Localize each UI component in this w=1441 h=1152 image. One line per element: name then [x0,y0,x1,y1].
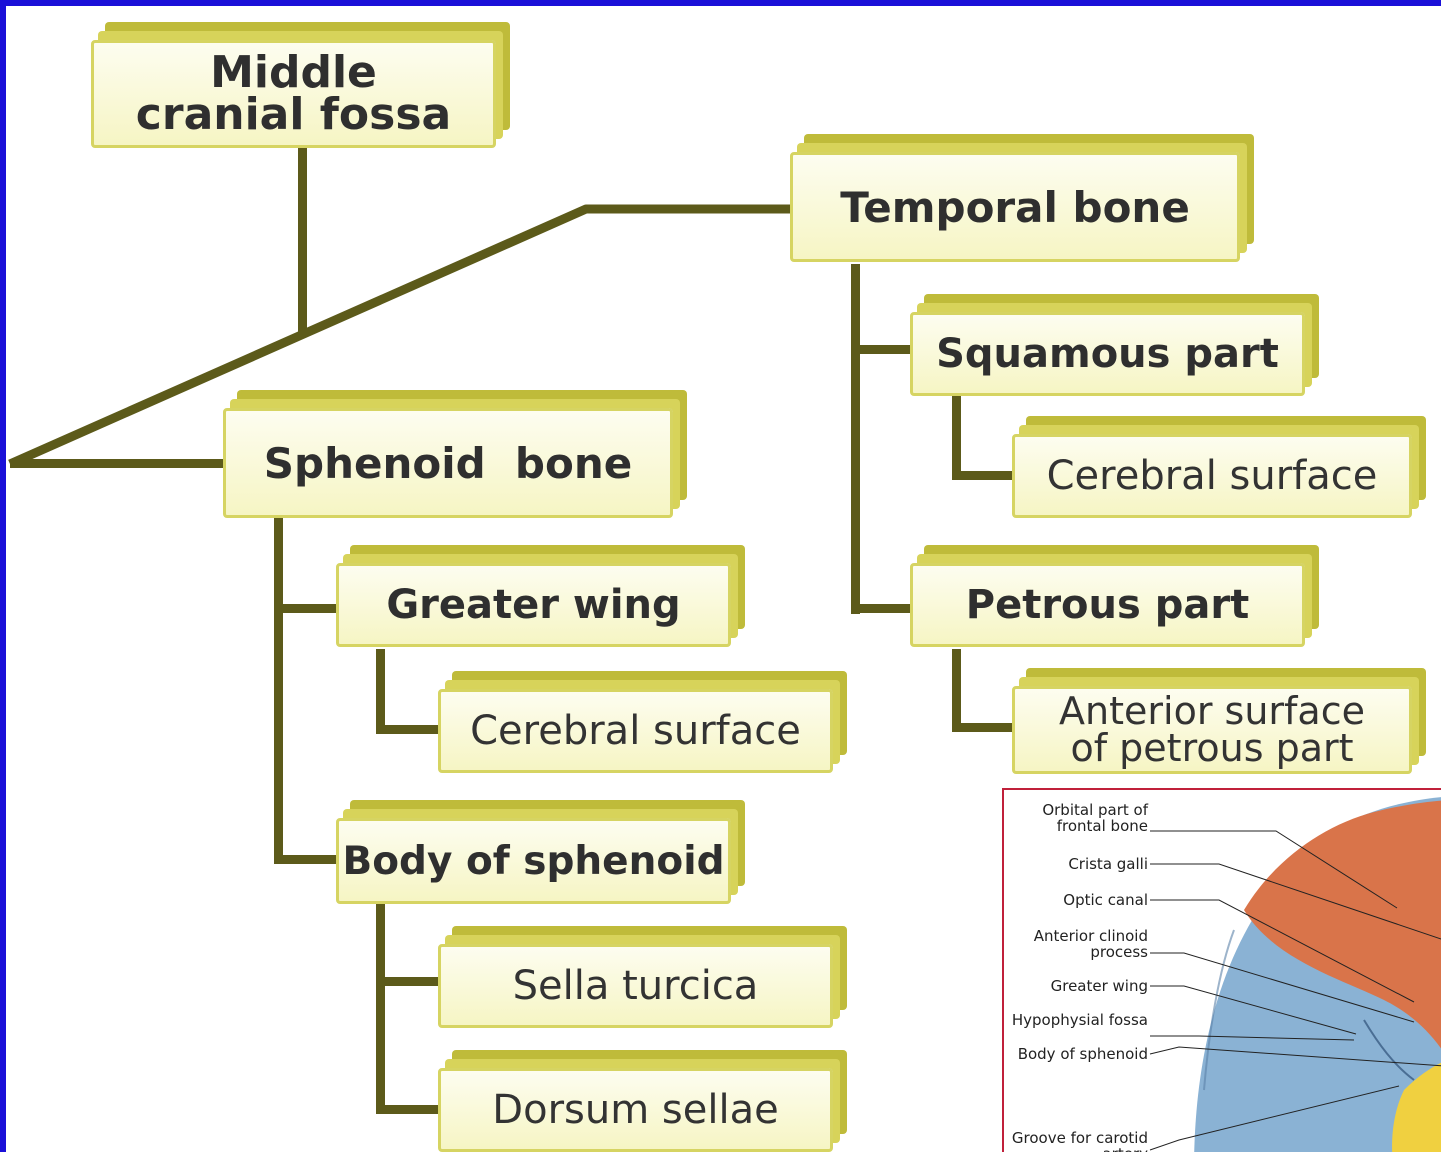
node-temporal-bone: Temporal bone [790,152,1240,262]
connector-line [376,1105,442,1114]
node-label: Anterior surface of petrous part [1042,693,1382,767]
connector-line [274,604,342,613]
connector-line [376,725,442,734]
node-anterior-surface-petrous: Anterior surface of petrous part [1012,686,1412,774]
node-petrous-part: Petrous part [910,563,1305,647]
node-label: Cerebral surface [470,708,801,754]
skull-base-drawing [1004,790,1441,1152]
connector-line [10,459,230,468]
node-sphenoid-bone: Sphenoid bone [223,408,673,518]
node-label: Squamous part [936,331,1279,377]
inset-label: Orbital part of frontal bone [1008,802,1148,834]
skull-base-illustration: Orbital part of frontal bone Crista gall… [1002,788,1441,1152]
node-greater-wing-cerebral-surface: Cerebral surface [438,689,833,773]
connector-line [952,723,1018,732]
connector-line [376,904,385,1114]
node-label: Sella turcica [513,963,759,1009]
connector-line [952,649,961,731]
node-greater-wing: Greater wing [336,563,731,647]
node-squamous-part: Squamous part [910,312,1305,396]
connector-line [952,471,1018,480]
connector-line [851,604,917,613]
node-middle-cranial-fossa: Middle cranial fossa [91,40,496,148]
connector-line [274,855,342,864]
inset-label: Anterior clinoid process [1008,928,1148,960]
connector-line [851,264,860,614]
connector-line [376,649,385,734]
node-label: Petrous part [966,582,1249,628]
node-label: Body of sphenoid [343,839,725,884]
inset-label: Hypophysial fossa [1008,1012,1148,1028]
connector-line [851,345,917,354]
inset-label: Crista galli [1008,856,1148,872]
connector-line [274,518,283,864]
node-dorsum-sellae: Dorsum sellae [438,1068,833,1152]
connector-line [376,977,442,986]
inset-label: Greater wing [1008,978,1148,994]
inset-label: Body of sphenoid [1008,1046,1148,1062]
node-label: Sphenoid bone [264,439,632,488]
node-label: Greater wing [386,582,680,628]
node-label: Middle cranial fossa [124,52,464,136]
node-label: Dorsum sellae [492,1087,778,1133]
node-body-of-sphenoid: Body of sphenoid [336,818,731,904]
inset-label: Optic canal [1008,892,1148,908]
node-squamous-cerebral-surface: Cerebral surface [1012,434,1412,518]
node-label: Cerebral surface [1047,453,1378,499]
connector-line [952,396,961,479]
node-sella-turcica: Sella turcica [438,944,833,1028]
node-label: Temporal bone [840,183,1190,232]
diagram-canvas: Middle cranial fossa Temporal bone Squam… [6,6,1441,1152]
inset-label: Groove for carotid artery [1008,1130,1148,1152]
